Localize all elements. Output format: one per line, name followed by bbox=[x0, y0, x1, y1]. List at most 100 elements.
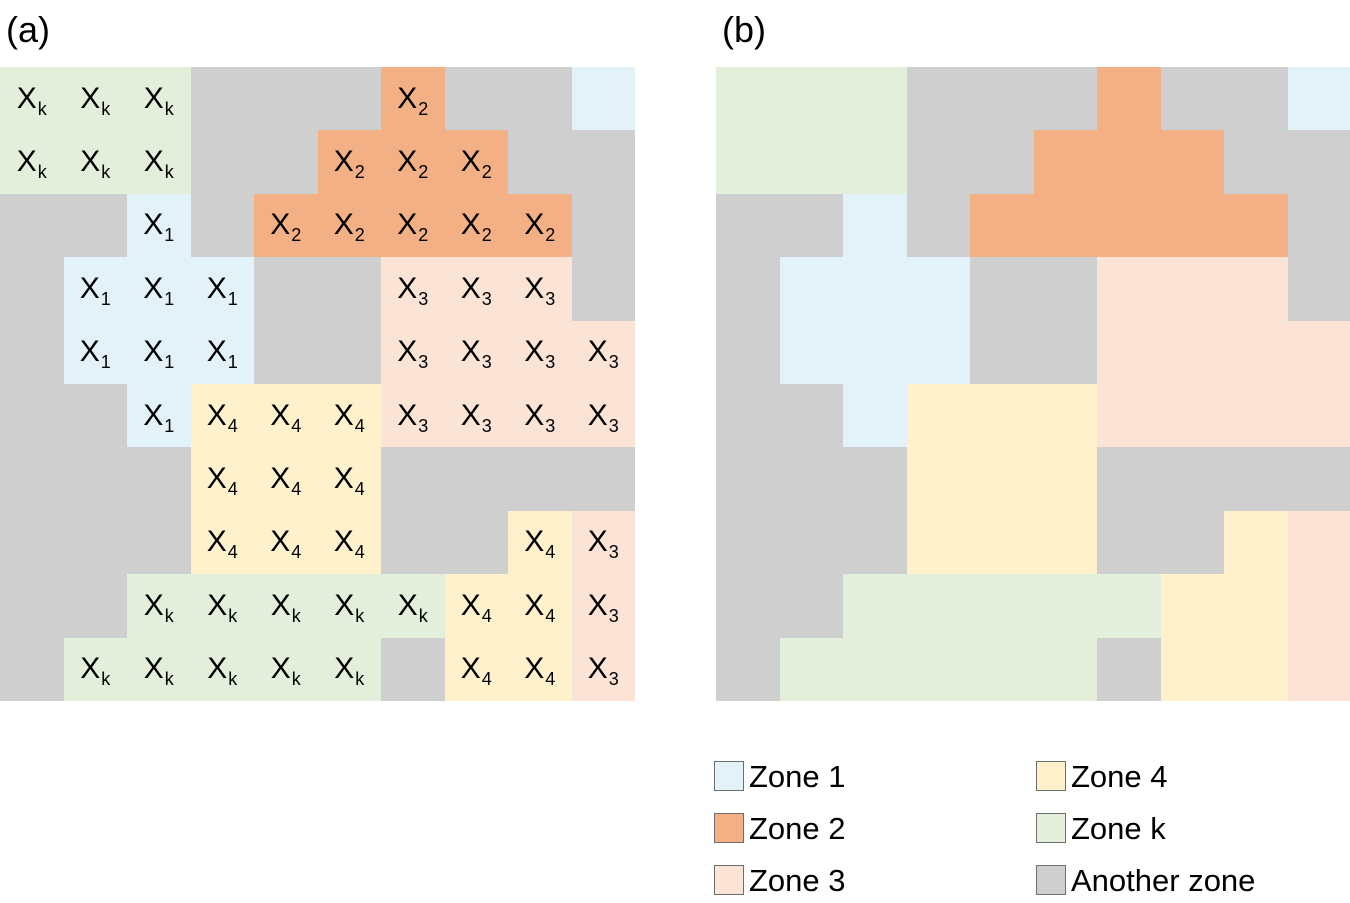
cell-zone-subscript: 4 bbox=[291, 479, 302, 500]
cell-variable-label: X bbox=[143, 588, 164, 622]
grid-cell bbox=[716, 447, 780, 511]
cell-variable-label: X bbox=[333, 525, 354, 559]
grid-cell bbox=[970, 510, 1034, 575]
panel-a-label: (a) bbox=[6, 9, 50, 50]
cell-variable-label: X bbox=[79, 271, 100, 305]
cell-variable-label: X bbox=[397, 271, 418, 305]
cell-variable-label: X bbox=[397, 145, 418, 179]
cell-variable-label: X bbox=[334, 652, 355, 686]
grid-cell bbox=[190, 130, 254, 194]
grid-cell bbox=[317, 257, 381, 321]
cell-zone-subscript: 3 bbox=[418, 352, 429, 373]
cell-zone-subscript: 4 bbox=[227, 542, 238, 563]
grid-cell bbox=[716, 510, 780, 575]
grid-cell bbox=[906, 447, 970, 511]
grid-cell bbox=[1033, 320, 1097, 384]
cell-variable-label: X bbox=[333, 398, 354, 432]
cell-variable-label: X bbox=[270, 652, 291, 686]
grid-cell bbox=[843, 637, 907, 701]
cell-zone-subscript: k bbox=[355, 605, 365, 626]
cell-variable-label: X bbox=[334, 588, 355, 622]
cell-zone-subscript: 2 bbox=[418, 162, 429, 183]
grid-cell bbox=[1224, 637, 1288, 701]
grid-cell bbox=[1224, 574, 1288, 638]
grid-cell bbox=[843, 193, 907, 258]
cell-variable-label: X bbox=[206, 525, 227, 559]
grid-cell bbox=[127, 510, 191, 575]
grid-cell bbox=[1160, 320, 1224, 384]
cell-zone-subscript: k bbox=[355, 669, 365, 690]
cell-variable-label: X bbox=[206, 335, 227, 369]
cell-zone-subscript: 2 bbox=[291, 225, 302, 246]
cell-zone-subscript: 3 bbox=[418, 288, 429, 309]
panel-b-label: (b) bbox=[722, 9, 766, 50]
grid-cell bbox=[779, 510, 843, 575]
cell-variable-label: X bbox=[143, 335, 164, 369]
grid-cell bbox=[317, 320, 381, 384]
grid-cell bbox=[0, 510, 64, 575]
grid-cell bbox=[1033, 447, 1097, 511]
grid-cell bbox=[1160, 637, 1224, 701]
grid-cell bbox=[444, 510, 508, 575]
grid-cell bbox=[970, 257, 1034, 321]
cell-variable-label: X bbox=[587, 652, 608, 686]
cell-zone-subscript: 3 bbox=[545, 415, 556, 436]
cell-zone-subscript: 3 bbox=[481, 415, 492, 436]
grid-cell bbox=[843, 257, 907, 321]
cell-variable-label: X bbox=[143, 271, 164, 305]
grid-cell bbox=[1287, 193, 1350, 258]
grid-cell bbox=[1287, 510, 1350, 575]
grid-cell bbox=[906, 257, 970, 321]
grid-cell bbox=[1097, 320, 1161, 384]
grid-cell bbox=[1287, 130, 1350, 194]
cell-zone-subscript: 3 bbox=[608, 352, 619, 373]
legend-label-zone-4: Zone 4 bbox=[1071, 758, 1168, 794]
cell-zone-subscript: 2 bbox=[354, 162, 365, 183]
grid-cell bbox=[0, 637, 64, 701]
grid-cell bbox=[1224, 130, 1288, 194]
grid-cell bbox=[1224, 510, 1288, 575]
cell-variable-label: X bbox=[143, 145, 164, 179]
legend-item-zone-1: Zone 1 bbox=[714, 756, 846, 796]
cell-variable-label: X bbox=[143, 81, 164, 115]
grid-cell bbox=[1033, 510, 1097, 575]
cell-zone-subscript: k bbox=[37, 162, 47, 183]
cell-zone-subscript: 1 bbox=[164, 415, 175, 436]
legend-swatch-zone-1 bbox=[714, 761, 744, 791]
grid-cell bbox=[1224, 257, 1288, 321]
cell-zone-subscript: k bbox=[228, 605, 238, 626]
grid-cell bbox=[0, 193, 64, 258]
grid-cell bbox=[1160, 447, 1224, 511]
cell-zone-subscript: k bbox=[101, 162, 111, 183]
grid-cell bbox=[63, 574, 127, 638]
cell-zone-subscript: 3 bbox=[608, 542, 619, 563]
grid-cell bbox=[0, 320, 64, 384]
grid-cell bbox=[1160, 193, 1224, 258]
grid-cell bbox=[1287, 383, 1350, 448]
cell-zone-subscript: k bbox=[101, 98, 111, 119]
cell-zone-subscript: 1 bbox=[164, 352, 175, 373]
grid-cell bbox=[0, 383, 64, 448]
grid-cell bbox=[779, 193, 843, 258]
grid-cell bbox=[906, 383, 970, 448]
legend-swatch-another-zone bbox=[1036, 865, 1066, 895]
grid-cell bbox=[716, 193, 780, 258]
zone-legend: Zone 1 Zone 4 Zone 2 Zone k Zone 3 Anoth… bbox=[714, 756, 1314, 896]
cell-zone-subscript: 4 bbox=[354, 479, 365, 500]
